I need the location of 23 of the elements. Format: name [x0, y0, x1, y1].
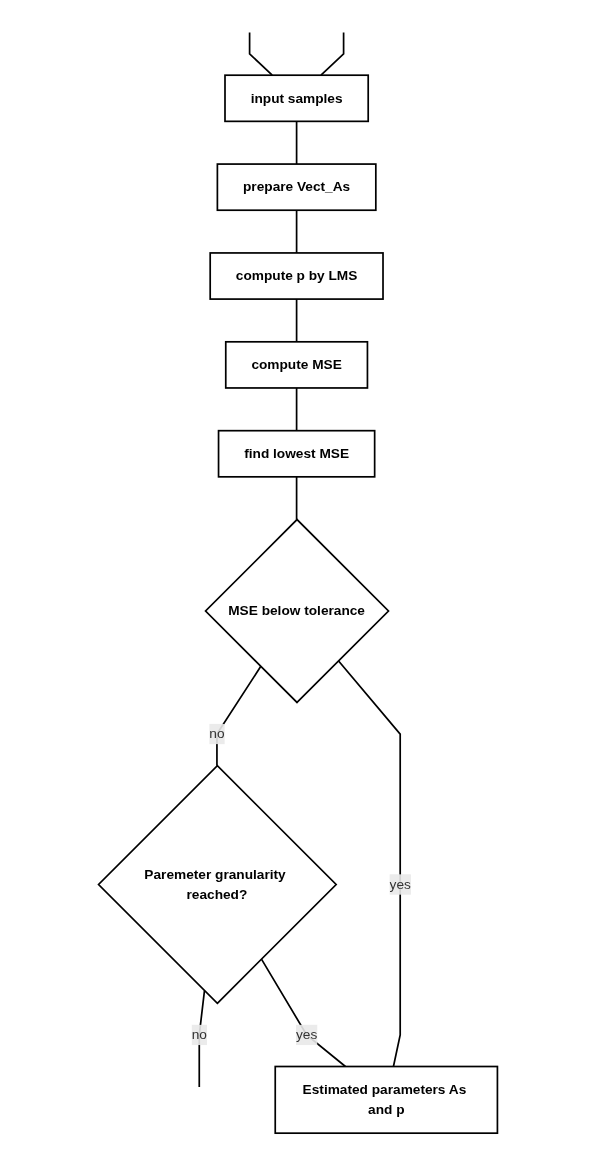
- connector: [337, 659, 402, 1068]
- connector: [198, 989, 206, 1088]
- node-diamond: MSE below tolerance: [204, 518, 390, 704]
- connector: [295, 387, 298, 432]
- edge-label: yes: [296, 1027, 318, 1042]
- edge-label: no: [191, 1027, 207, 1042]
- connector: [295, 209, 298, 254]
- connector: [216, 665, 262, 767]
- node-box: compute MSE: [224, 340, 369, 389]
- connector: [295, 298, 298, 343]
- node-box: input samples: [224, 74, 370, 123]
- edge-label: yes: [389, 876, 411, 892]
- connector: [295, 475, 298, 521]
- connector: [320, 31, 345, 77]
- node-box: prepare Vect_As: [216, 163, 377, 212]
- node-box: compute p by LMS: [209, 252, 384, 300]
- node-box: find lowest MSE: [217, 429, 376, 478]
- connector: [248, 31, 274, 77]
- node-diamond: Paremeter granularity reached?: [97, 764, 338, 1005]
- connector: [295, 120, 298, 165]
- edge-label: no: [209, 726, 225, 741]
- connector: [260, 958, 347, 1068]
- node-box: Estimated parameters As and p: [274, 1065, 499, 1134]
